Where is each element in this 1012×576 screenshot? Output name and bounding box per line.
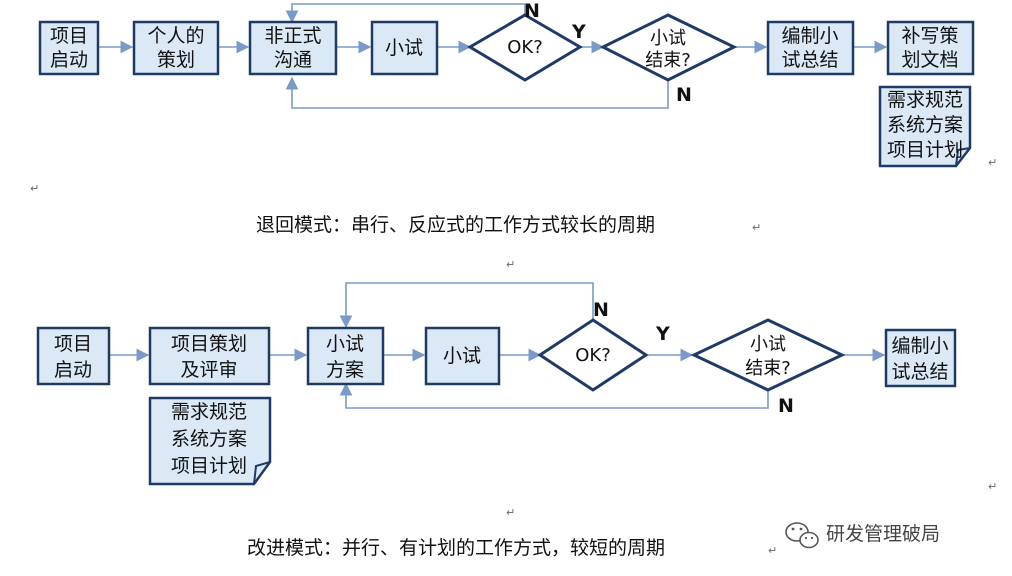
bottom-label-no-top: N xyxy=(593,299,609,321)
bottom-doc-note: 需求规范 系统方案 项目计划 xyxy=(148,396,272,486)
bottom-caption: 改进模式：并行、有计划的工作方式，较短的周期 xyxy=(247,537,665,559)
svg-text:小试: 小试 xyxy=(443,345,481,367)
svg-text:OK?: OK? xyxy=(575,345,611,366)
top-box-write-docs: 补写策 划文档 xyxy=(886,20,975,76)
svg-text:系统方案: 系统方案 xyxy=(171,428,247,450)
pilcrow-mark: ↵ xyxy=(30,182,39,195)
top-loop-end-no xyxy=(285,76,669,109)
svg-text:需求规范: 需求规范 xyxy=(887,89,963,111)
top-label-yes: Y xyxy=(571,21,586,43)
svg-text:小试: 小试 xyxy=(750,334,786,355)
svg-text:项目计划: 项目计划 xyxy=(887,139,963,161)
watermark: 研发管理破局 xyxy=(785,522,940,549)
svg-text:系统方案: 系统方案 xyxy=(887,114,963,136)
top-label-no-top: N xyxy=(524,0,540,22)
svg-text:结束?: 结束? xyxy=(745,358,791,379)
bottom-box-trial-plan: 小试 方案 xyxy=(306,326,385,386)
top-label-no-bottom: N xyxy=(676,84,692,106)
svg-text:项目计划: 项目计划 xyxy=(171,455,247,477)
bottom-loop-ok-no xyxy=(339,282,594,329)
wechat-icon xyxy=(785,522,819,549)
svg-text:策划: 策划 xyxy=(157,49,195,71)
svg-text:编制小: 编制小 xyxy=(891,335,948,357)
top-diamond-ok: OK? xyxy=(467,13,583,82)
svg-text:项目: 项目 xyxy=(50,25,88,47)
svg-text:小试: 小试 xyxy=(385,37,423,59)
svg-text:项目策划: 项目策划 xyxy=(171,333,247,355)
top-box-summary: 编制小 试总结 xyxy=(766,20,855,76)
svg-text:编制小: 编制小 xyxy=(781,25,838,47)
bottom-diamond-trial-end: 小试 结束? xyxy=(690,318,846,392)
pilcrow-mark: ↵ xyxy=(506,506,515,519)
pilcrow-mark: ↵ xyxy=(988,156,997,169)
svg-text:需求规范: 需求规范 xyxy=(171,401,247,423)
top-loop-ok-no xyxy=(285,3,526,24)
top-caption: 退回模式：串行、反应式的工作方式较长的周期 xyxy=(256,214,655,236)
bottom-box-plan-review: 项目策划 及评审 xyxy=(148,326,271,386)
watermark-text: 研发管理破局 xyxy=(826,523,940,545)
bottom-label-yes: Y xyxy=(655,323,670,345)
svg-text:及评审: 及评审 xyxy=(180,359,237,381)
svg-text:小试: 小试 xyxy=(650,28,686,49)
svg-text:项目: 项目 xyxy=(54,333,92,355)
top-box-trial: 小试 xyxy=(370,20,439,76)
top-diagram: 项目 启动 个人的 策划 非正式 沟通 小试 OK? 小试 结束? 编制小 xyxy=(30,0,997,236)
svg-text:非正式: 非正式 xyxy=(264,25,321,47)
top-box-project-start: 项目 启动 xyxy=(38,20,100,76)
svg-text:启动: 启动 xyxy=(54,359,92,381)
svg-text:方案: 方案 xyxy=(326,359,364,381)
svg-text:沟通: 沟通 xyxy=(274,49,312,71)
bottom-loop-end-no xyxy=(339,382,769,409)
top-box-informal-communication: 非正式 沟通 xyxy=(248,20,338,76)
svg-text:结束?: 结束? xyxy=(645,50,691,71)
svg-text:试总结: 试总结 xyxy=(781,49,838,71)
svg-text:试总结: 试总结 xyxy=(891,361,948,383)
top-doc-note: 需求规范 系统方案 项目计划 xyxy=(878,85,972,168)
svg-text:补写策: 补写策 xyxy=(901,25,958,47)
bottom-box-trial: 小试 xyxy=(424,326,501,386)
bottom-box-project-start: 项目 启动 xyxy=(36,326,111,386)
svg-text:OK?: OK? xyxy=(507,37,543,58)
svg-text:划文档: 划文档 xyxy=(901,49,958,71)
bottom-label-no-bottom: N xyxy=(778,395,794,417)
pilcrow-mark: ↵ xyxy=(768,544,777,557)
pilcrow-mark: ↵ xyxy=(752,221,761,234)
bottom-diagram: 项目 启动 项目策划 及评审 小试 方案 小试 OK? 小试 结束? 编制小 xyxy=(36,282,997,559)
bottom-diamond-ok: OK? xyxy=(537,318,649,392)
pilcrow-mark: ↵ xyxy=(988,480,997,493)
bottom-box-summary: 编制小 试总结 xyxy=(884,328,957,388)
svg-text:启动: 启动 xyxy=(50,49,88,71)
svg-text:小试: 小试 xyxy=(326,333,364,355)
top-box-personal-plan: 个人的 策划 xyxy=(132,20,220,76)
pilcrow-mark: ↵ xyxy=(506,258,515,271)
svg-text:个人的: 个人的 xyxy=(147,25,204,47)
top-diamond-trial-end: 小试 结束? xyxy=(599,13,738,82)
